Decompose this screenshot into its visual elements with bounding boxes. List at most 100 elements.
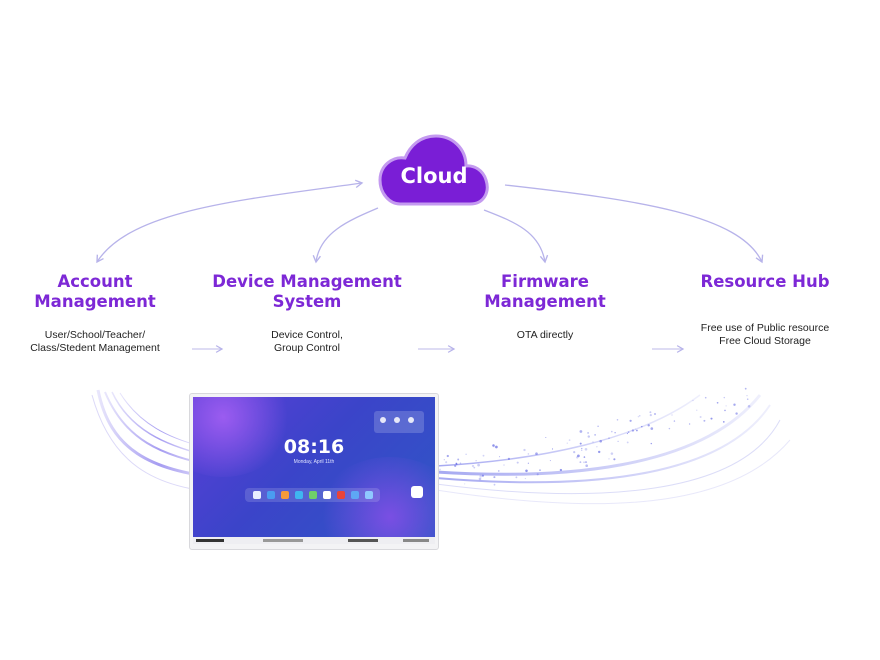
sparkle-dot [443, 459, 445, 461]
sparkle-dot [495, 445, 498, 449]
sparkle-dot [515, 476, 518, 479]
arrow-cloud-hub [504, 184, 764, 264]
sparkle-dot [524, 478, 526, 480]
sparkle-dot [631, 429, 635, 432]
sparkle-dot [579, 430, 583, 433]
sparkle-dot [479, 474, 482, 478]
sparkle-dot [457, 458, 460, 461]
sparkle-dot [608, 458, 610, 460]
sparkle-dot [536, 473, 539, 476]
right-swirl [435, 394, 791, 505]
sparkle-dot [477, 463, 480, 467]
sparkle-dot [629, 419, 632, 422]
sparkle-dot [733, 403, 736, 406]
sparkle-dot [649, 413, 652, 417]
sparkle-dot [594, 434, 596, 436]
sparkle-dot [610, 452, 614, 455]
app-icon [281, 491, 289, 499]
sparkle-dot [614, 432, 616, 434]
sparkle-dot [626, 441, 629, 444]
sparkle-dot [616, 419, 619, 421]
weather-widget [374, 411, 424, 433]
sparkle-dot [535, 452, 538, 456]
sparkle-dot [523, 448, 526, 452]
sparkle-dot [545, 436, 547, 439]
sparkle-dot [445, 461, 448, 464]
sparkle-dot [725, 405, 727, 407]
sparkle-dot [637, 416, 639, 418]
sparkle-dot [498, 470, 500, 472]
sparkle-dot [568, 439, 571, 441]
sparkle-dot [638, 414, 641, 417]
sparkle-dot [439, 468, 441, 471]
sparkle-dot [581, 449, 583, 451]
sparkle-dot [481, 474, 484, 477]
account-management-description: User/School/Teacher/Class/Stedent Manage… [30, 329, 160, 354]
cloud-label: Cloud [400, 164, 468, 188]
sparkle-dot [671, 414, 673, 416]
device-management-description: Device Control,Group Control [271, 329, 343, 354]
arrow-cloud-account [96, 179, 364, 264]
sparkle-dot [649, 411, 652, 414]
sparkle-dot [464, 483, 466, 485]
display-clock: 08:16 [283, 436, 345, 458]
sparkle-dot [499, 456, 501, 458]
sparkle-dot [746, 395, 748, 397]
sparkle-dot [573, 451, 576, 454]
sparkle-dot [592, 441, 594, 443]
sparkle-dot [688, 423, 691, 425]
sparkle-dot [584, 447, 588, 451]
sparkle-dot [635, 429, 638, 432]
sparkle-dot [465, 453, 467, 455]
app-dock [245, 488, 380, 502]
sparkle-dot [596, 446, 598, 448]
sparkle-dot [579, 442, 582, 445]
sparkle-dot [503, 464, 505, 466]
sparkle-dot [599, 439, 602, 443]
app-icon [267, 491, 275, 499]
assistant-icon [411, 486, 423, 498]
sparkle-dot [723, 396, 726, 399]
sparkle-dot [471, 464, 475, 468]
display-bezel-bar [193, 537, 435, 544]
sparkle-dot [549, 460, 551, 462]
sparkle-dot [493, 476, 496, 479]
sparkle-dot [525, 469, 528, 473]
sparkle-dot [747, 404, 751, 408]
sparkle-dot [710, 417, 713, 420]
sparkle-dot [473, 466, 476, 469]
sparkle-dot [551, 448, 554, 450]
sparkle-dot [492, 444, 495, 447]
sparkle-dot [454, 464, 457, 468]
sparkle-dot [617, 440, 619, 443]
sparkle-dot [696, 409, 698, 411]
sparkle-dot [527, 453, 530, 455]
sparkle-dot [744, 387, 747, 390]
sparkle-dot [566, 442, 568, 444]
sparkle-dot [446, 454, 449, 458]
sparkle-dot [475, 460, 477, 462]
app-icon [323, 491, 331, 499]
sparkle-dot [704, 396, 707, 399]
sparkle-dot [650, 442, 653, 445]
arrow-cloud-firmware [483, 209, 549, 264]
sparkle-dot [746, 398, 749, 401]
sparkle-dot [610, 430, 613, 433]
interactive-display: 08:16 Monday, April 11th [189, 393, 439, 550]
sparkle-dot [493, 483, 496, 486]
app-icon [351, 491, 359, 499]
sparkle-dot [577, 454, 580, 458]
sparkle-dot [576, 456, 579, 459]
sparkle-dot [585, 464, 588, 468]
sparkle-dot [559, 468, 563, 472]
cloud-icon [378, 134, 489, 206]
resource-hub-title: Resource Hub [700, 272, 830, 291]
sparkle-particles [439, 387, 751, 486]
sparkle-dot [692, 399, 694, 402]
